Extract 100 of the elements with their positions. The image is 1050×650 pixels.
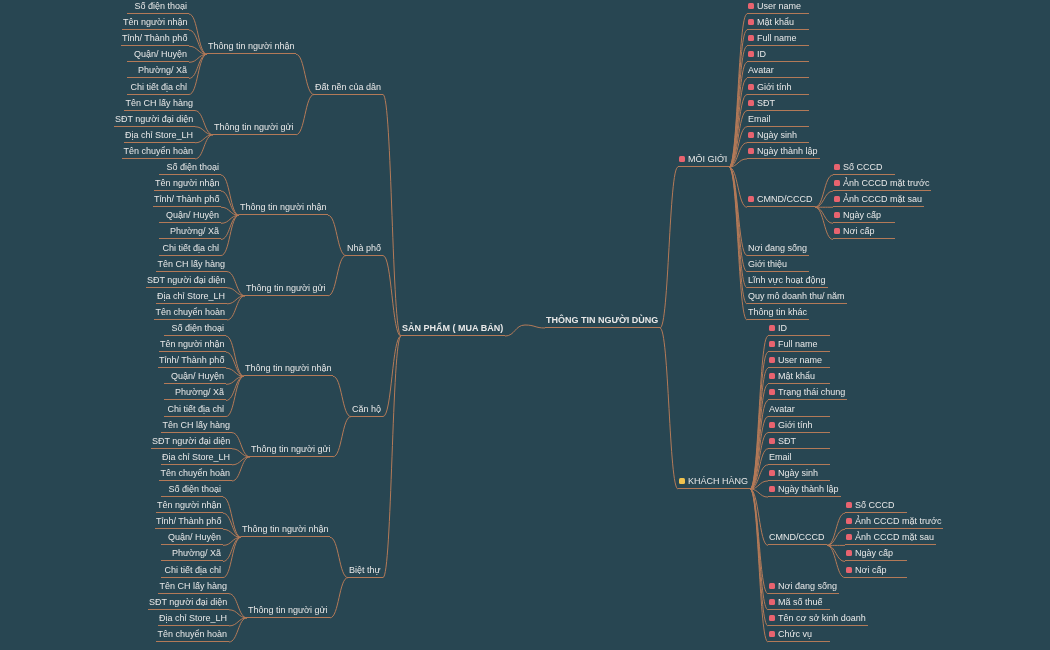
topic-label: Tên CH lấy hàng xyxy=(125,97,193,108)
topic-label: Tên chuyển hoàn xyxy=(157,629,227,639)
topic-label: Tên người nhận xyxy=(157,500,222,511)
topic-label: Thông tin người nhận xyxy=(242,524,329,535)
topic-label: Đất nền của dân xyxy=(315,81,382,92)
topic-node xyxy=(747,65,809,79)
connector xyxy=(226,295,246,305)
topic-node xyxy=(747,97,809,111)
topic-node xyxy=(845,516,943,530)
topic-node xyxy=(161,548,223,562)
connector xyxy=(188,53,208,95)
topic-label: Phường/ Xã xyxy=(138,65,187,76)
topic-node xyxy=(768,596,830,610)
topic-label: Tên người nhận xyxy=(123,17,188,28)
topic-node xyxy=(768,371,830,385)
topic-label: Full name xyxy=(778,339,818,350)
topic-label: SẢN PHẨM ( MUA BÁN) xyxy=(402,323,504,334)
topic-label: Ảnh CCCD mặt trước xyxy=(843,178,930,189)
connector xyxy=(749,464,769,490)
topic-node xyxy=(747,258,809,272)
connector xyxy=(327,214,347,257)
topic-node xyxy=(768,403,830,417)
topic-node xyxy=(164,371,226,385)
topic-label: Ngày thành lập xyxy=(778,484,839,495)
connector xyxy=(220,174,240,216)
topic-node xyxy=(768,323,830,337)
topic-label: Giới thiệu xyxy=(748,258,787,269)
topic-label: Thông tin khác xyxy=(748,306,808,317)
topic-label: Số điện thoại xyxy=(134,1,187,11)
topic-label: Ngày sinh xyxy=(757,129,798,140)
topic-label: Quận/ Huyện xyxy=(165,210,219,221)
topic-label: Chức vụ xyxy=(778,629,813,639)
topic-node xyxy=(845,500,907,514)
connector xyxy=(225,375,245,401)
topic-node xyxy=(159,226,221,240)
connector xyxy=(222,536,242,579)
connector xyxy=(382,335,402,418)
topic-label: Tên chuyển hoàn xyxy=(155,306,225,317)
topic-node xyxy=(127,49,189,63)
topic-label: Phường/ Xã xyxy=(172,548,221,559)
topic-label: Quy mô doanh thu/ năm xyxy=(748,290,845,301)
topic-label: Nơi cấp xyxy=(843,226,875,237)
topic-label: Email xyxy=(748,113,771,124)
connector xyxy=(228,617,248,627)
topic-label: Nơi đang sống xyxy=(748,242,807,253)
topic-label: Tên người nhận xyxy=(160,339,225,350)
topic-node xyxy=(747,81,809,95)
topic-label: Chi tiết địa chỉ xyxy=(167,403,224,414)
topic-label: Ảnh CCCD mặt sau xyxy=(843,194,923,205)
topic-label: Số điện thoại xyxy=(171,323,224,334)
topic-label: Email xyxy=(769,451,792,462)
topic-label: Ảnh CCCD mặt sau xyxy=(855,532,935,543)
topic-label: Giới tính xyxy=(757,81,792,92)
topic-label: SĐT xyxy=(778,435,796,446)
connector xyxy=(188,53,208,79)
topic-node xyxy=(833,194,924,208)
connector xyxy=(327,255,347,297)
topic-node xyxy=(845,532,936,546)
connector xyxy=(332,416,352,458)
topic-node xyxy=(768,484,841,498)
topic-label: Tên người nhận xyxy=(155,178,220,189)
topic-node xyxy=(768,467,830,481)
topic-label: Thông tin người gửi xyxy=(248,604,328,615)
topic-label: Quận/ Huyện xyxy=(167,532,221,543)
connector xyxy=(188,29,208,55)
connector xyxy=(382,335,402,579)
connector xyxy=(194,134,214,144)
connector xyxy=(504,324,526,337)
connector xyxy=(188,13,208,55)
topic-node xyxy=(159,210,221,224)
topic-node xyxy=(161,532,223,546)
connector xyxy=(225,375,245,418)
topic-label: Thông tin người nhận xyxy=(245,363,332,374)
topic-label: Số điện thoại xyxy=(166,162,219,172)
topic-label: Thông tin người gửi xyxy=(251,443,331,454)
topic-node xyxy=(127,1,189,14)
connector xyxy=(222,536,242,562)
topic-node xyxy=(678,476,750,489)
connector xyxy=(226,295,246,321)
topic-label: SĐT người đại diện xyxy=(152,435,231,446)
topic-label: KHÁCH HÀNG xyxy=(688,476,748,486)
connector xyxy=(728,142,748,168)
connector xyxy=(222,512,242,538)
topic-label: SĐT người đại diện xyxy=(115,113,194,124)
topic-node xyxy=(768,612,868,626)
topic-node xyxy=(161,484,223,498)
topic-label: SĐT người đại diện xyxy=(147,274,226,285)
topic-node xyxy=(127,65,189,79)
connector xyxy=(659,166,679,329)
topic-node xyxy=(768,629,830,642)
topic-node xyxy=(833,178,931,192)
topic-label: Chi tiết địa chỉ xyxy=(130,81,187,92)
connector xyxy=(749,480,769,490)
connector xyxy=(524,324,546,329)
topic-label: Quận/ Huyện xyxy=(133,49,187,60)
topic-label: Phường/ Xã xyxy=(170,226,219,237)
connector xyxy=(814,174,834,208)
topic-label: Tên chuyển hoàn xyxy=(123,145,193,156)
topic-node xyxy=(747,1,809,14)
topic-label: Phường/ Xã xyxy=(175,387,224,398)
